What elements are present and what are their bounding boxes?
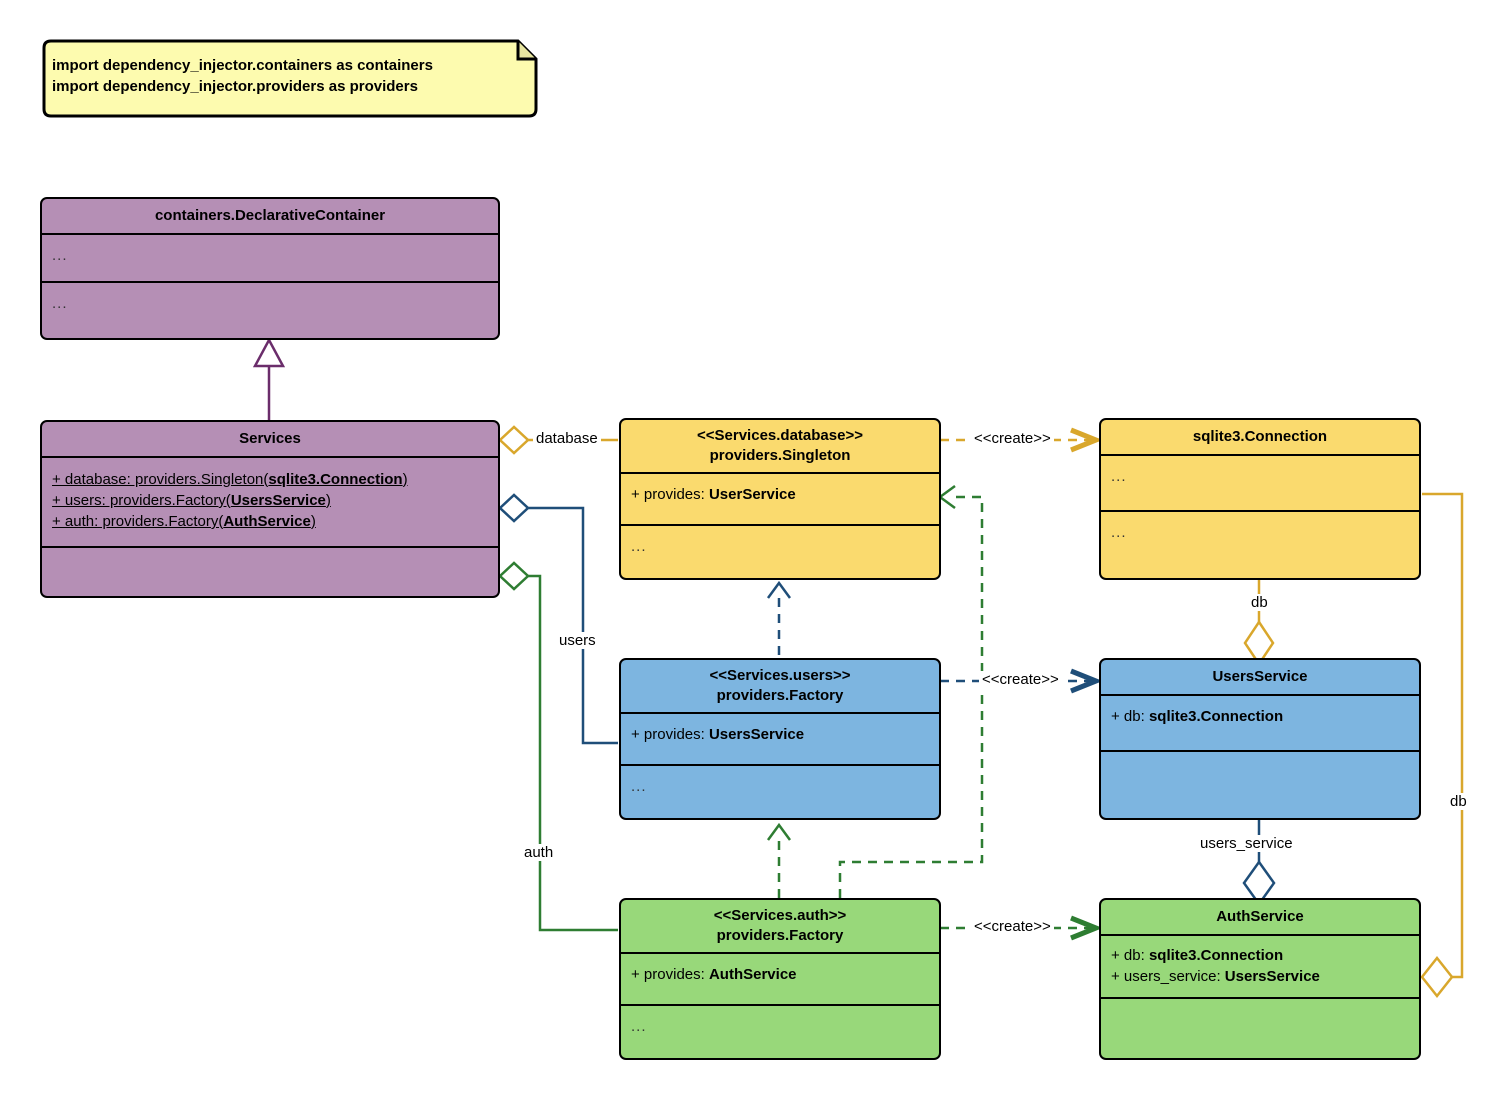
- class-services-users-provider[interactable]: <<Services.users>> providers.Factory + p…: [619, 658, 941, 820]
- edge-label-db-users: db: [1248, 594, 1271, 611]
- edge-users-service-aggregation: [1242, 820, 1276, 907]
- edge-realize-auth-users: [766, 822, 792, 898]
- methods-compartment: ...: [42, 283, 498, 331]
- class-name: providers.Factory: [716, 927, 844, 944]
- import-note-text: import dependency_injector.containers as…: [52, 57, 433, 95]
- class-title: sqlite3.Connection: [1101, 420, 1419, 456]
- class-users-service[interactable]: UsersService + db: sqlite3.Connection: [1099, 658, 1421, 820]
- class-auth-service[interactable]: AuthService + db: sqlite3.Connection + u…: [1099, 898, 1421, 1060]
- edge-label-auth-create: <<create>>: [971, 918, 1054, 935]
- edge-db-auth-aggregation: [1420, 492, 1464, 999]
- attribute-users-service: + users_service: UsersService: [1111, 968, 1320, 985]
- edge-auth-aggregation: [498, 561, 618, 932]
- import-note: import dependency_injector.containers as…: [40, 38, 540, 120]
- edge-users-aggregation: [498, 493, 618, 745]
- attributes-placeholder: ...: [52, 247, 68, 264]
- attributes-placeholder: ...: [1111, 468, 1127, 485]
- methods-compartment: ...: [1101, 512, 1419, 570]
- edge-label-db-auth: db: [1447, 793, 1470, 810]
- methods-placeholder: ...: [52, 295, 68, 312]
- class-stereotype: <<Services.database>>: [697, 427, 863, 444]
- class-name: providers.Factory: [716, 687, 844, 704]
- methods-compartment: ...: [621, 526, 939, 573]
- class-services[interactable]: Services + database: providers.Singleton…: [40, 420, 500, 598]
- attributes-compartment: + db: sqlite3.Connection + users_service…: [1101, 936, 1419, 999]
- attribute-database: + database: providers.Singleton(sqlite3.…: [52, 471, 408, 488]
- methods-placeholder: ...: [1111, 524, 1127, 541]
- class-sqlite3-connection[interactable]: sqlite3.Connection ... ...: [1099, 418, 1421, 580]
- class-title: containers.DeclarativeContainer: [42, 199, 498, 235]
- methods-compartment: ...: [621, 1006, 939, 1053]
- class-services-auth-provider[interactable]: <<Services.auth>> providers.Factory + pr…: [619, 898, 941, 1060]
- attributes-compartment: + provides: UserService: [621, 474, 939, 526]
- edge-realize-users-database: [766, 580, 792, 655]
- attributes-compartment: ...: [42, 235, 498, 283]
- edge-db-users-aggregation: [1243, 580, 1275, 667]
- attributes-compartment: + db: sqlite3.Connection: [1101, 696, 1419, 752]
- methods-compartment: [1101, 999, 1419, 1047]
- attribute-db: + db: sqlite3.Connection: [1111, 708, 1284, 725]
- edge-label-users-create: <<create>>: [979, 671, 1062, 688]
- class-stereotype: <<Services.auth>>: [713, 907, 847, 924]
- edge-label-auth: auth: [521, 844, 557, 861]
- methods-compartment: [1101, 752, 1419, 810]
- class-title: AuthService: [1101, 900, 1419, 936]
- edge-label-database: database: [533, 430, 601, 447]
- class-title: Services: [42, 422, 498, 458]
- attribute-provides: + provides: UsersService: [631, 726, 805, 743]
- attributes-compartment: + database: providers.Singleton(sqlite3.…: [42, 458, 498, 548]
- methods-placeholder: ...: [631, 538, 647, 555]
- edge-label-users-service: users_service: [1197, 835, 1296, 852]
- class-name: providers.Singleton: [709, 447, 851, 464]
- class-title: <<Services.auth>> providers.Factory: [621, 900, 939, 954]
- attributes-compartment: ...: [1101, 456, 1419, 512]
- edge-label-users: users: [556, 632, 599, 649]
- attribute-auth: + auth: providers.Factory(AuthService): [52, 513, 316, 530]
- class-title: UsersService: [1101, 660, 1419, 696]
- attribute-provides: + provides: UserService: [631, 486, 796, 503]
- attribute-users: + users: providers.Factory(UsersService): [52, 492, 331, 509]
- attribute-provides: + provides: AuthService: [631, 966, 797, 983]
- edge-label-database-create: <<create>>: [971, 430, 1054, 447]
- class-title: <<Services.users>> providers.Factory: [621, 660, 939, 714]
- edge-inheritance-services: [252, 337, 286, 420]
- attributes-compartment: + provides: UsersService: [621, 714, 939, 766]
- methods-placeholder: ...: [631, 1018, 647, 1035]
- note-shape: [42, 39, 538, 118]
- attribute-db: + db: sqlite3.Connection: [1111, 947, 1284, 964]
- methods-placeholder: ...: [631, 778, 647, 795]
- methods-compartment: ...: [621, 766, 939, 813]
- class-stereotype: <<Services.users>>: [709, 667, 851, 684]
- attributes-compartment: + provides: AuthService: [621, 954, 939, 1006]
- class-declarative-container[interactable]: containers.DeclarativeContainer ... ...: [40, 197, 500, 340]
- class-title: <<Services.database>> providers.Singleto…: [621, 420, 939, 474]
- class-services-database-provider[interactable]: <<Services.database>> providers.Singleto…: [619, 418, 941, 580]
- methods-compartment: [42, 548, 498, 586]
